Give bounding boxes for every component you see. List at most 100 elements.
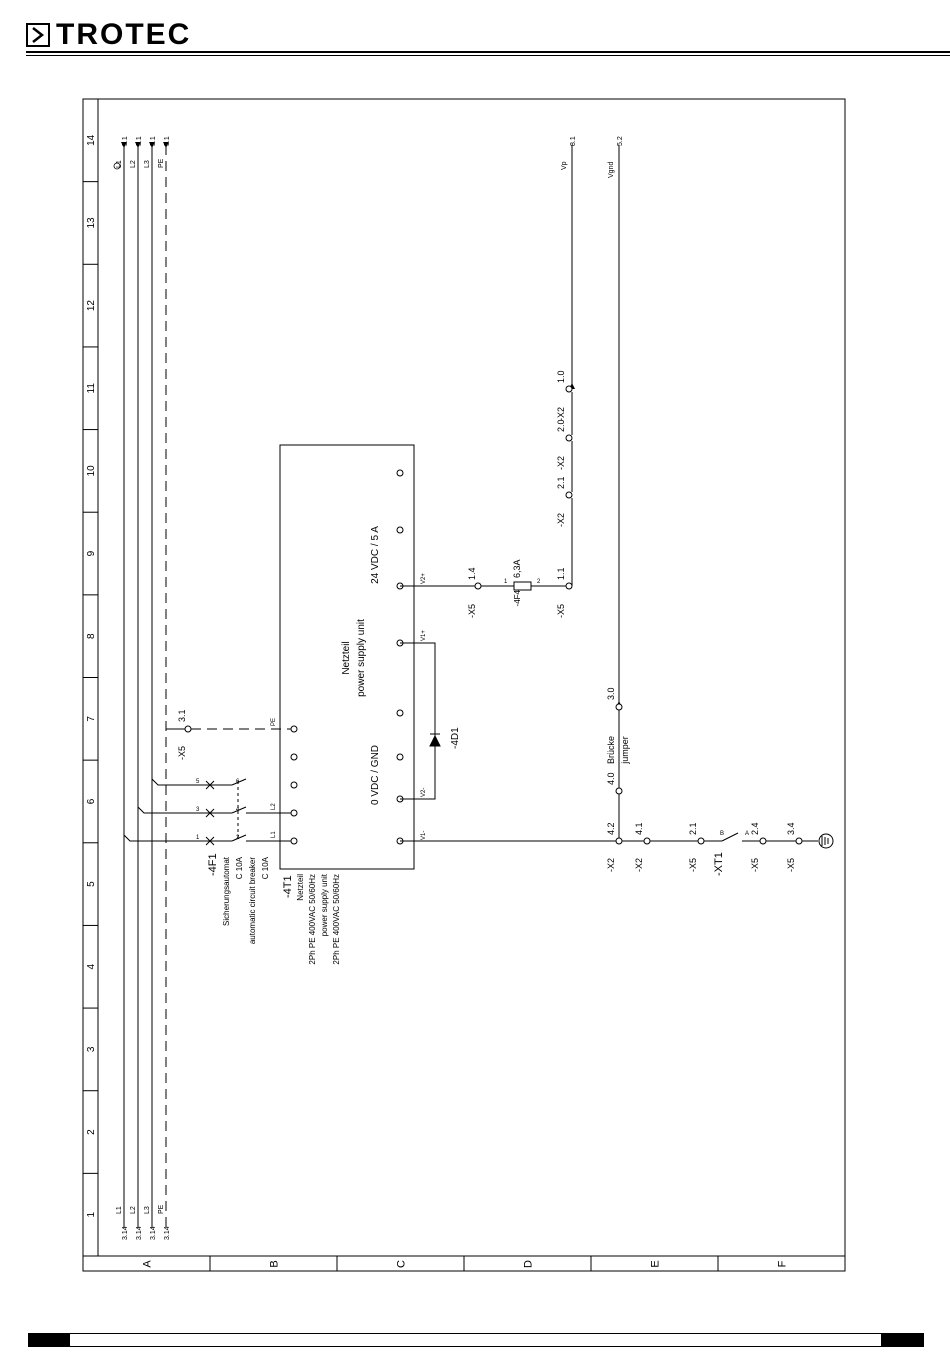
output-vp-label: Vp (561, 161, 568, 170)
terminal-x5-1-1-num: 1.1 (556, 567, 566, 580)
psu-box (279, 444, 415, 870)
column-number: 6 (86, 798, 97, 804)
psu-pin-pe: PE (271, 718, 277, 726)
footer-bar (28, 1333, 924, 1347)
column-number: 11 (86, 383, 97, 394)
brand-name: TROTEC (56, 18, 192, 51)
terminal-x2-4-2-tag: -X2 (606, 858, 616, 872)
terminal-x5-1-4 (474, 582, 482, 590)
header-rule-thin (26, 55, 950, 56)
breaker-pin-4: 4 (236, 807, 240, 813)
column-number: 7 (86, 716, 97, 722)
terminal-x5-1-1 (565, 582, 573, 590)
psu-pin-v1-plus: V1+ (421, 630, 427, 641)
column-number: 2 (86, 1129, 97, 1135)
bottom-label-l3: L3 (144, 1206, 151, 1214)
thermostat-tag: -XT1 (713, 852, 725, 876)
terminal-x2-4-2-num: 4.2 (606, 822, 616, 835)
footer-block-right (881, 1333, 924, 1347)
top-label-pe: PE (158, 158, 165, 168)
breaker-tag: -4F1 (207, 853, 219, 876)
header-rule (26, 51, 950, 53)
output-vgnd-ref: 5.2 (617, 136, 624, 146)
psu-pin-v1-minus: V1- (421, 831, 427, 840)
column-number: 10 (86, 465, 97, 477)
output-vp-ref: 8.1 (570, 136, 577, 146)
psu-input-de: 2Ph PE 400VAC 50/60Hz (308, 874, 317, 965)
column-number: 13 (86, 217, 97, 229)
column-number: 5 (86, 881, 97, 887)
terminal-x2-2-0-tag: -X2 (556, 456, 566, 470)
bottom-label-l1: L1 (116, 1206, 123, 1214)
terminal-x5-3-1-num: 3.1 (177, 709, 187, 722)
row-letter: A (142, 1260, 154, 1268)
fuse-pin-1: 1 (504, 579, 508, 585)
supply-lines (121, 142, 169, 1228)
psu-inner-title-de: Netzteil (341, 641, 352, 674)
psu-output-label: 24 VDC / 5 A (370, 526, 381, 584)
bridge-label-de: Brücke (606, 736, 616, 764)
terminal-x5-3-4-num: 3.4 (786, 822, 796, 835)
psu-pin-l2: L2 (271, 803, 277, 810)
terminal-x2-4-1 (643, 837, 651, 845)
bottom-ref-l2: 3.14 (136, 1226, 143, 1240)
diode-tag: -4D1 (450, 727, 461, 749)
top-label-l1: L1 (116, 160, 123, 168)
diode-4d1 (400, 642, 441, 800)
bottom-label-pe: PE (158, 1204, 165, 1214)
diagram-frame (82, 98, 846, 1272)
row-letter: B (269, 1260, 281, 1267)
psu-pin-v2-minus: V2- (421, 788, 427, 797)
terminal-x5-1-4-tag: -X5 (467, 604, 477, 618)
terminal-x5-3-4 (795, 837, 803, 845)
psu-output-pins (396, 469, 404, 845)
psu-gnd-label: 0 VDC / GND (370, 745, 381, 805)
breaker-branches (123, 728, 210, 842)
terminal-x5-2-4-num: 2.4 (750, 822, 760, 835)
terminal-x5-3-1 (184, 725, 192, 733)
breaker-pin-1: 1 (196, 835, 200, 841)
terminal-bridge-3-0 (615, 703, 623, 711)
column-number: 9 (86, 550, 97, 556)
terminal-x2-2-1 (565, 491, 573, 499)
column-number: 3 (86, 1046, 97, 1052)
terminal-x5-1-4-num: 1.4 (467, 567, 477, 580)
row-letter: F (777, 1260, 789, 1267)
terminal-x5-1-1-tag: -X5 (556, 604, 566, 618)
top-ref-l2: 5.1 (136, 136, 143, 146)
psu-pin-v2-plus: V2+ (421, 573, 427, 584)
bridge-4-0-num: 4.0 (606, 772, 616, 785)
terminal-x5-2-1-num: 2.1 (688, 822, 698, 835)
breaker-desc-en: automatic circuit breaker (248, 857, 257, 944)
psu-tag: -4T1 (282, 875, 294, 898)
breaker-4f1: 1 2 3 4 5 6 (196, 778, 294, 846)
page-header: TROTEC (0, 0, 950, 60)
terminal-x2-2-1-tag: -X2 (556, 513, 566, 527)
psu-desc-de: Netzteil (296, 874, 305, 901)
row-letter: E (650, 1260, 662, 1267)
bridge-3-0-num: 3.0 (606, 687, 616, 700)
fuse-pin-2: 2 (537, 579, 541, 585)
column-number: 4 (86, 964, 97, 970)
breaker-pin-6: 6 (236, 779, 240, 785)
psu-input-pins (290, 725, 298, 845)
bottom-label-l2: L2 (130, 1206, 137, 1214)
breaker-rating-en: C 10A (261, 856, 270, 879)
terminal-x5-2-4 (759, 837, 767, 845)
breaker-desc-de: Sicherungsautomat (222, 856, 231, 926)
thermostat-pin-a: A (745, 831, 749, 837)
terminal-x2-1-0 (565, 385, 573, 393)
top-ref-l1: 5.1 (122, 136, 129, 146)
top-ref-l3: 5.1 (150, 136, 157, 146)
ground-wire (400, 145, 818, 844)
breaker-pin-3: 3 (196, 807, 200, 813)
terminal-bridge-4-0 (615, 787, 623, 795)
terminal-x2-4-2 (615, 837, 623, 845)
output-vgnd-label: Vgnd (608, 162, 615, 178)
terminal-x5-3-4-tag: -X5 (786, 858, 796, 872)
terminal-x2-1-0-tag: -X2 (556, 407, 566, 421)
terminal-x5-2-1-tag: -X5 (688, 858, 698, 872)
